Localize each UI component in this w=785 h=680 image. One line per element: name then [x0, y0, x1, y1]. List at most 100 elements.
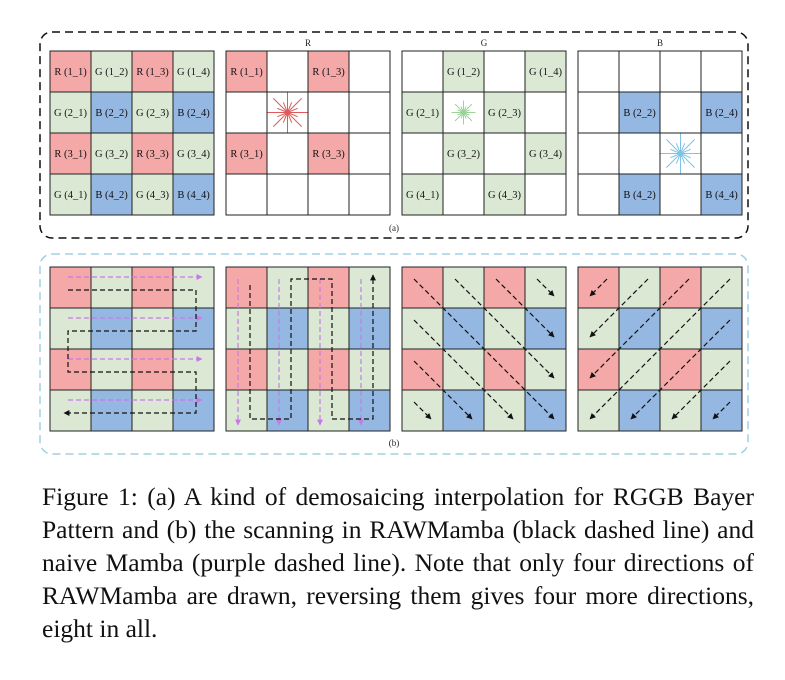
- cell: [131, 348, 174, 391]
- cell-label: G (1_2): [95, 67, 128, 78]
- cell: [266, 389, 309, 432]
- scan-path: [413, 401, 432, 420]
- cell: [577, 173, 620, 216]
- scan-path: [589, 278, 608, 297]
- cell: [90, 50, 133, 93]
- cell: [172, 307, 215, 350]
- cell: [524, 132, 567, 175]
- cell: [401, 50, 444, 93]
- cell: [49, 348, 92, 391]
- scan-path: [589, 278, 690, 379]
- cell: [442, 173, 485, 216]
- scan-path: [413, 319, 514, 420]
- cell: [307, 50, 350, 93]
- cell: [348, 173, 391, 216]
- cell: [442, 50, 485, 93]
- cell: [266, 266, 309, 309]
- cell: [90, 266, 133, 309]
- cell: [225, 173, 268, 216]
- cell: [700, 132, 743, 175]
- cell-label: B (2_4): [177, 108, 210, 119]
- cell: [348, 50, 391, 93]
- cell: [225, 389, 268, 432]
- cell: [348, 132, 391, 175]
- panel-b: [49, 266, 743, 432]
- grid-title: G: [481, 38, 488, 48]
- cell-label: G (3_4): [177, 149, 210, 160]
- cell: [524, 91, 567, 134]
- cell-label: B (2_2): [623, 108, 656, 119]
- grid-title: R: [305, 38, 311, 48]
- cell: [700, 50, 743, 93]
- cell: [618, 173, 661, 216]
- scan-path: [249, 274, 376, 420]
- cell: [49, 173, 92, 216]
- figure: R (1_1)G (1_2)R (1_3)G (1_4)G (2_1)B (2_…: [39, 31, 749, 455]
- scan-path: [589, 278, 731, 420]
- cell: [225, 266, 268, 309]
- cell-label: R (1_3): [312, 67, 345, 78]
- cell-label: B (2_2): [95, 108, 128, 119]
- cell-label: R (1_3): [136, 67, 169, 78]
- cell: [577, 91, 620, 134]
- cell: [172, 266, 215, 309]
- cell: [90, 348, 133, 391]
- cell-label: G (3_2): [447, 149, 480, 160]
- cell: [225, 307, 268, 350]
- cell: [307, 266, 350, 309]
- scan-grid-1: [49, 266, 215, 432]
- scan-path: [63, 289, 197, 416]
- cell-label: R (3_1): [54, 149, 87, 160]
- cell-label: B (4_2): [95, 190, 128, 201]
- grid-a-1: R (1_1)G (1_2)R (1_3)G (1_4)G (2_1)B (2_…: [49, 50, 215, 216]
- cell-label: R (3_3): [312, 149, 345, 160]
- cell-label: B (2_4): [705, 108, 738, 119]
- cell: [172, 91, 215, 134]
- cell: [266, 173, 309, 216]
- cell-label: B (4_4): [705, 190, 738, 201]
- cell: [90, 173, 133, 216]
- cell: [225, 91, 268, 134]
- cell: [172, 389, 215, 432]
- cell-label: G (3_2): [95, 149, 128, 160]
- cell: [266, 348, 309, 391]
- scan-path: [589, 278, 649, 338]
- scan-path: [712, 401, 731, 420]
- cell: [700, 91, 743, 134]
- panel-a-frame: [39, 31, 749, 239]
- scan-grid-3: [401, 266, 567, 432]
- cell: [131, 307, 174, 350]
- cell-label: G (4_3): [488, 190, 521, 201]
- cell: [307, 173, 350, 216]
- cell: [700, 173, 743, 216]
- cell: [266, 132, 309, 175]
- cell: [131, 173, 174, 216]
- scan-grid-4: [577, 266, 743, 432]
- scan-path: [671, 360, 731, 420]
- interpolation-star-icon: [267, 92, 308, 133]
- scan-path: [495, 278, 555, 338]
- cell: [659, 173, 702, 216]
- panel-b-frame: [39, 253, 749, 455]
- figure-caption: Figure 1: (a) A kind of demosaicing inte…: [42, 482, 754, 643]
- panel-a-label: (a): [389, 223, 399, 233]
- cell: [307, 348, 350, 391]
- cell-label: R (1_1): [54, 67, 87, 78]
- cell-label: R (3_1): [230, 149, 263, 160]
- cell: [618, 91, 661, 134]
- cell: [49, 389, 92, 432]
- cell: [524, 50, 567, 93]
- cell-label: G (1_2): [447, 67, 480, 78]
- cell-label: B (4_4): [177, 190, 210, 201]
- cell: [577, 132, 620, 175]
- scan-path: [536, 278, 555, 297]
- cell: [49, 307, 92, 350]
- scan-path: [413, 360, 473, 420]
- cell-label: G (4_1): [406, 190, 439, 201]
- grid-a-3: GG (1_2)G (1_4)G (2_1)G (2_3)G (3_2)G (3…: [401, 38, 567, 216]
- scan-path: [630, 319, 731, 420]
- cell: [307, 91, 350, 134]
- cell: [172, 348, 215, 391]
- panel-a: R (1_1)G (1_2)R (1_3)G (1_4)G (2_1)B (2_…: [49, 38, 743, 216]
- cell-label: G (2_3): [488, 108, 521, 119]
